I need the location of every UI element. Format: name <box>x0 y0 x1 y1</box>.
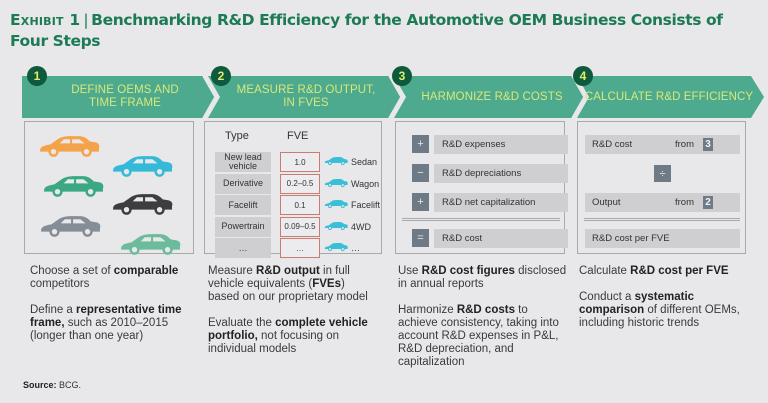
type-column-header: Type <box>225 130 249 142</box>
plus-icon: + <box>412 135 429 153</box>
step-2-chevron <box>208 76 401 118</box>
car-icon <box>324 156 351 168</box>
banner-chevrons <box>22 76 764 118</box>
desc-paragraph: Measure R&D output in full vehicle equiv… <box>208 265 368 303</box>
desc-paragraph: Evaluate the complete vehicle portfolio,… <box>208 317 368 355</box>
cost-item-rd-depreciations: R&D depreciations <box>434 164 568 183</box>
car-icon <box>324 178 351 190</box>
desc-paragraph: Choose a set of comparable competitors <box>30 265 179 290</box>
fve-value-cell: 0.2–0.5 <box>280 173 320 194</box>
step-2-label: MEASURE R&D OUTPUT,IN FVES <box>236 84 376 109</box>
car-icon <box>324 242 351 254</box>
output-row: Output from 2 <box>585 193 740 212</box>
variant-label: Sedan <box>351 157 378 167</box>
cost-item-rd-cost: R&D cost <box>434 229 568 248</box>
exhibit-number: Exhibit 1 <box>10 11 81 29</box>
vehicle-variant: Wagon <box>324 174 379 194</box>
vehicle-type-cell: Powertrain <box>215 216 271 237</box>
source-note: Source: BCG. <box>23 380 82 390</box>
step-3-badge: 3 <box>392 66 412 86</box>
desc-paragraph: Harmonize R&D costs to achieve consisten… <box>398 304 559 368</box>
car-icon <box>111 192 173 222</box>
car-icon <box>324 221 351 233</box>
divide-icon: ÷ <box>654 165 671 182</box>
result-divider <box>584 218 740 221</box>
step-ref-badge: 3 <box>703 138 713 151</box>
cost-item-rd-net-capitalization: R&D net capitalization <box>434 193 568 212</box>
title-separator: | <box>83 11 89 29</box>
step-1-chevron <box>22 76 215 118</box>
car-icon <box>119 232 181 262</box>
desc-paragraph: Use R&D cost figures disclosed in annual… <box>398 265 567 290</box>
desc-paragraph: Define a representative time frame, such… <box>30 304 182 342</box>
step-ref-badge: 2 <box>703 196 713 209</box>
vehicle-type-cell: … <box>215 238 271 258</box>
vehicle-type-cell: Derivative <box>215 173 271 194</box>
car-icon <box>324 199 351 211</box>
vehicle-variant: Sedan <box>324 152 377 172</box>
vehicle-variant: 4WD <box>324 217 371 237</box>
panel-oems <box>24 121 194 255</box>
step-3-chevron <box>394 76 584 118</box>
desc-paragraph: Calculate R&D cost per FVE <box>579 265 729 277</box>
car-icon <box>39 214 101 244</box>
rd-cost-row: R&D cost from 3 <box>585 135 740 154</box>
steps-banner <box>22 76 764 118</box>
variant-label: Wagon <box>351 178 380 189</box>
fve-value-cell: 0.1 <box>280 195 320 215</box>
variant-label: … <box>351 243 360 253</box>
step-4-chevron <box>577 76 764 118</box>
minus-icon: − <box>412 164 429 182</box>
vehicle-variant: Facelift <box>324 195 380 215</box>
panel-efficiency-calc: R&D cost from 3 ÷ Output from 2 R&D cost… <box>577 121 746 254</box>
vehicle-variant: … <box>324 238 360 258</box>
step-4-label: CALCULATE R&D EFFICIENCY <box>584 90 754 103</box>
from-label: from <box>675 197 694 208</box>
fve-value-cell: 0.09–0.5 <box>280 216 320 237</box>
vehicle-type-cell: Facelift <box>215 195 271 215</box>
step-4-badge: 4 <box>573 66 593 86</box>
step-3-label: HARMONIZE R&D COSTS <box>421 90 563 103</box>
desc-paragraph: Conduct a systematic comparison of diffe… <box>579 291 740 329</box>
car-icon <box>42 174 104 204</box>
result-row: R&D cost per FVE <box>585 229 740 248</box>
cost-item-rd-expenses: R&D expenses <box>434 135 568 154</box>
fve-value-cell: 1.0 <box>280 152 320 172</box>
equals-icon: = <box>412 229 429 247</box>
step-1-description: Choose a set of comparable competitors D… <box>30 265 200 356</box>
step-4-description: Calculate R&D cost per FVE Conduct a sys… <box>579 265 759 343</box>
fve-value-cell: … <box>280 238 320 258</box>
step-2-badge: 2 <box>211 66 231 86</box>
exhibit-title: Exhibit 1|Benchmarking R&D Efficiency fo… <box>10 10 750 52</box>
plus-icon: + <box>412 193 429 211</box>
from-label: from <box>675 139 694 150</box>
fve-column-header: FVE <box>287 130 309 142</box>
sum-divider <box>402 218 560 221</box>
car-icon <box>38 134 100 164</box>
car-icon <box>111 154 173 184</box>
title-text: Benchmarking R&D Efficiency for the Auto… <box>10 11 723 50</box>
step-1-badge: 1 <box>27 66 47 86</box>
rd-cost-label: R&D cost <box>592 139 633 150</box>
variant-label: Facelift <box>351 200 381 210</box>
panel-cost-harmonization: + R&D expenses − R&D depreciations + R&D… <box>395 121 568 254</box>
variant-label: 4WD <box>351 221 371 232</box>
step-2-description: Measure R&D output in full vehicle equiv… <box>208 265 378 369</box>
step-3-description: Use R&D cost figures disclosed in annual… <box>398 265 568 382</box>
output-label: Output <box>592 197 621 208</box>
